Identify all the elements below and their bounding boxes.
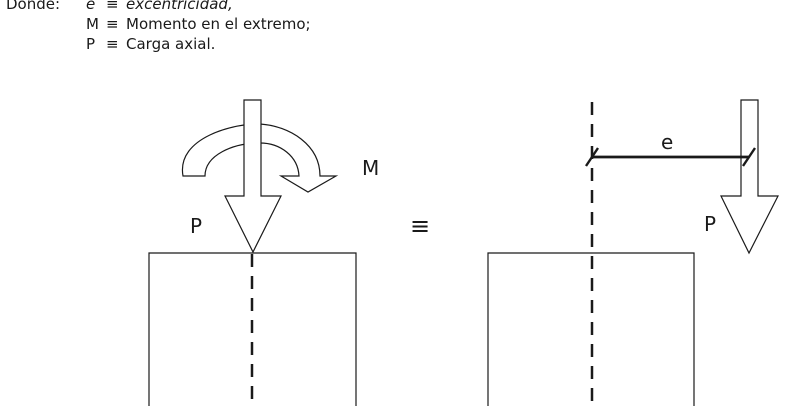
legend-definition-m: Momento en el extremo; xyxy=(126,15,311,33)
legend-definition-p: Carga axial. xyxy=(126,35,216,53)
legend-lead: Donde: xyxy=(6,0,61,13)
eccentricity-tick-left xyxy=(585,147,599,167)
equivalence-symbol: ≡ xyxy=(410,212,431,240)
legend-definition-e: excentricidad, xyxy=(126,0,233,13)
eccentricity-label: e xyxy=(661,130,674,154)
right-load-label: P xyxy=(704,212,717,236)
right-load-arrow xyxy=(720,99,779,255)
legend-equiv-m: ≡ xyxy=(106,15,119,33)
moment-arrow xyxy=(181,123,339,193)
left-load-label: P xyxy=(190,214,203,238)
eccentricity-tick-right xyxy=(742,147,756,167)
legend-symbol-p: P xyxy=(86,35,96,53)
legend-symbol-e: e xyxy=(86,0,96,13)
legend-equiv-e: ≡ xyxy=(106,0,119,13)
moment-label: M xyxy=(362,156,380,180)
left-load-arrow xyxy=(224,99,282,254)
legend-symbol-m: M xyxy=(86,15,99,33)
right-column-outline xyxy=(487,252,695,406)
left-column-outline xyxy=(148,252,357,406)
legend-equiv-p: ≡ xyxy=(106,35,119,53)
